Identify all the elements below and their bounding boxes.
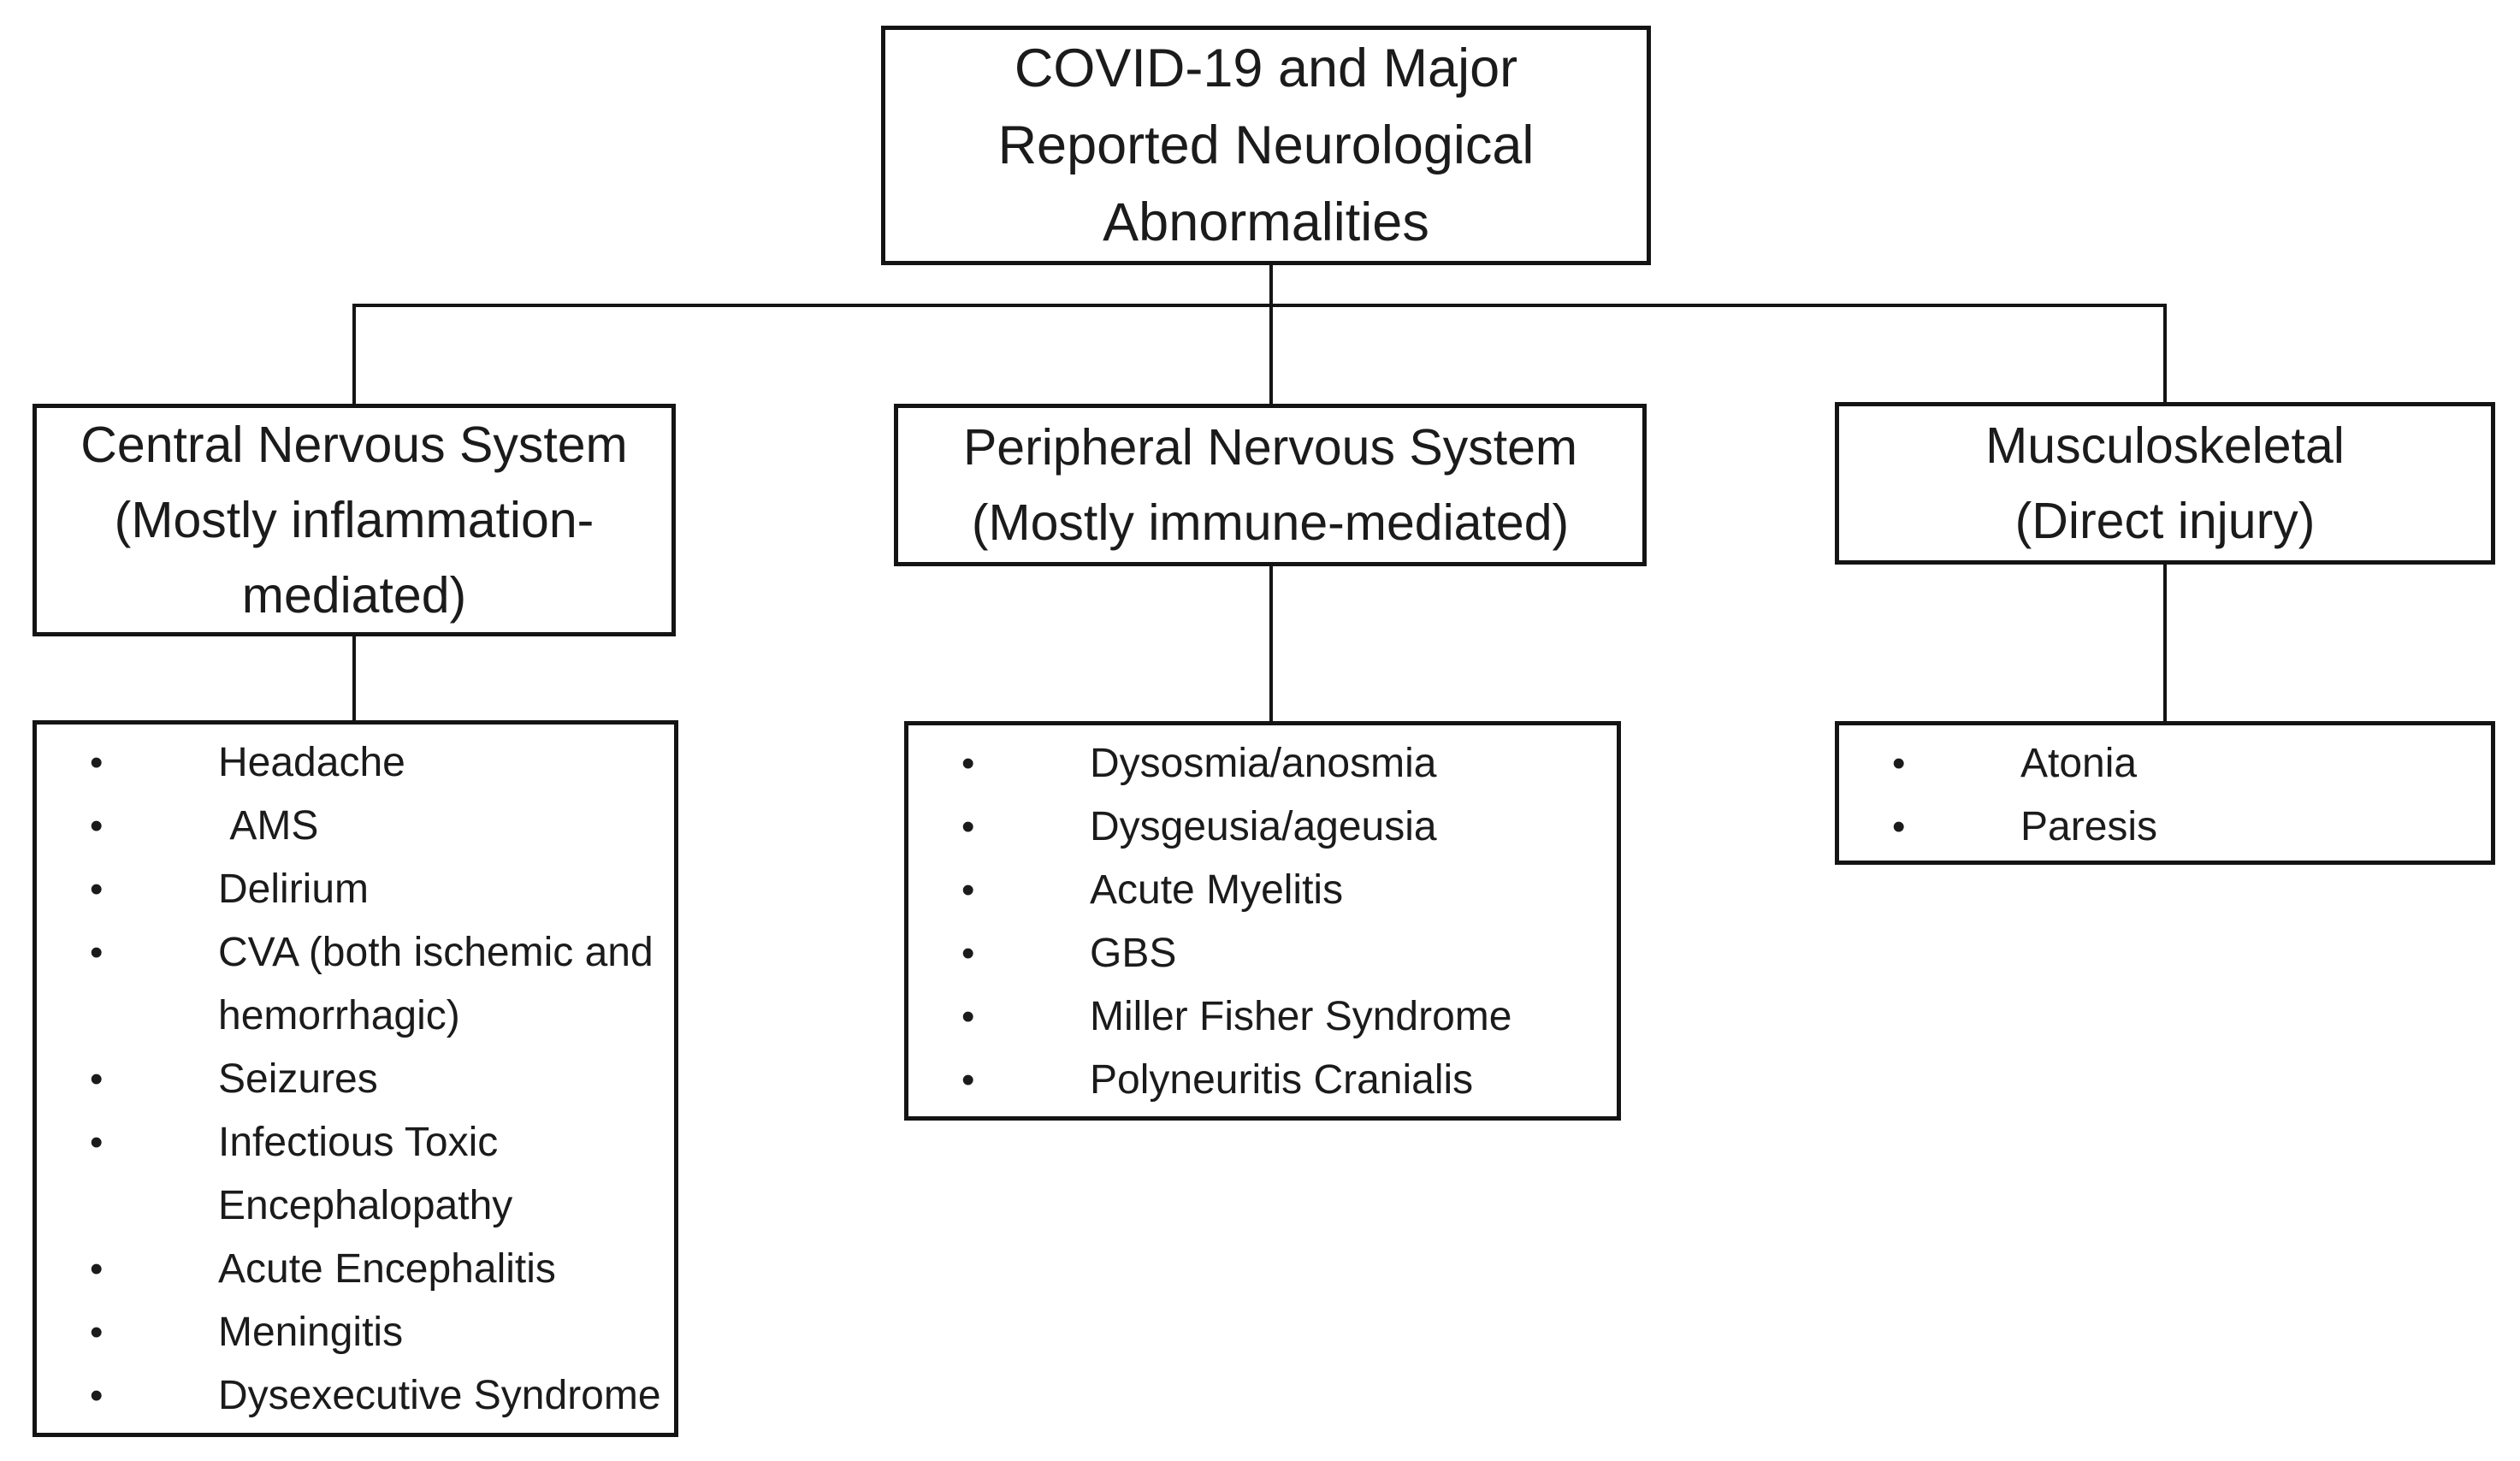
bullet-icon: • (961, 996, 975, 1038)
branch-box-pns: Peripheral Nervous System (Mostly immune… (894, 404, 1647, 566)
bullet-icon: • (961, 869, 975, 911)
cns-item-list: • Headache • AMS • Delirium • CVA (both … (37, 731, 669, 1428)
connector-horizontal-bar (352, 304, 2167, 307)
list-item-text: Headache (218, 740, 405, 785)
list-item: • Delirium (37, 858, 669, 921)
root-title: COVID-19 and Major Reported Neurological… (997, 38, 1535, 252)
bullet-icon: • (961, 742, 975, 784)
list-box-pns: • Dysosmia/anosmia • Dysgeusia/ageusia •… (904, 721, 1621, 1121)
list-item-text: Meningitis (218, 1310, 404, 1355)
pns-item-list: • Dysosmia/anosmia • Dysgeusia/ageusia •… (908, 732, 1612, 1112)
list-item: • GBS (908, 922, 1612, 985)
list-item: • AMS (37, 795, 669, 858)
bullet-icon: • (1892, 742, 1906, 784)
connector-drop-pns (1269, 304, 1273, 404)
bullet-icon: • (90, 1248, 104, 1290)
connector-drop-cns (352, 304, 356, 404)
bullet-icon: • (90, 805, 104, 847)
list-item: • Acute Encephalitis (37, 1238, 669, 1301)
list-item-text: Delirium (218, 867, 370, 912)
list-item: • Acute Myelitis (908, 859, 1612, 922)
list-item-text: Acute Encephalitis (218, 1246, 556, 1292)
list-item: • Meningitis (37, 1301, 669, 1364)
list-item: • Atonia (1839, 732, 2486, 796)
list-item: • Headache (37, 731, 669, 795)
list-item: • CVA (both ischemic and hemorrhagic) (37, 921, 669, 1048)
list-item-text: CVA (both ischemic and hemorrhagic) (218, 930, 654, 1038)
list-item-text: GBS (1090, 931, 1177, 976)
branch-title-cns: Central Nervous System (Mostly inflammat… (80, 417, 628, 624)
bullet-icon: • (961, 1059, 975, 1101)
list-item-text: Acute Myelitis (1090, 867, 1344, 913)
bullet-icon: • (90, 1121, 104, 1163)
branch-box-cns: Central Nervous System (Mostly inflammat… (33, 404, 676, 636)
list-item-text: Atonia (2020, 741, 2138, 786)
bullet-icon: • (961, 806, 975, 848)
bullet-icon: • (90, 1311, 104, 1353)
bullet-icon: • (90, 1058, 104, 1100)
list-item-text: Paresis (2020, 804, 2158, 849)
list-item: • Seizures (37, 1048, 669, 1111)
list-item-text: Dysosmia/anosmia (1090, 741, 1437, 786)
list-item-text: Dysexecutive Syndrome (218, 1373, 661, 1418)
list-item: • Dysosmia/anosmia (908, 732, 1612, 796)
bullet-icon: • (90, 1375, 104, 1417)
list-item: • Polyneuritis Cranialis (908, 1049, 1612, 1112)
list-box-cns: • Headache • AMS • Delirium • CVA (both … (33, 720, 678, 1437)
list-item: • Dysgeusia/ageusia (908, 796, 1612, 859)
list-item-text: Miller Fisher Syndrome (1090, 994, 1512, 1039)
list-box-msk: • Atonia • Paresis (1835, 721, 2495, 865)
bullet-icon: • (1892, 806, 1906, 848)
connector-pns-to-list (1269, 566, 1273, 721)
list-item-text: Infectious Toxic Encephalopathy (218, 1120, 513, 1228)
list-item-text: Dysgeusia/ageusia (1090, 804, 1437, 849)
list-item: • Infectious Toxic Encephalopathy (37, 1111, 669, 1238)
root-box: COVID-19 and Major Reported Neurological… (881, 26, 1651, 265)
list-item-text: Seizures (218, 1056, 378, 1102)
connector-root-stem (1269, 263, 1273, 307)
branch-box-msk: Musculoskeletal (Direct injury) (1835, 402, 2495, 565)
msk-item-list: • Atonia • Paresis (1839, 732, 2486, 859)
list-item-text: AMS (218, 803, 319, 849)
bullet-icon: • (90, 742, 104, 784)
bullet-icon: • (90, 868, 104, 910)
bullet-icon: • (961, 932, 975, 974)
bullet-icon: • (90, 932, 104, 973)
list-item: • Dysexecutive Syndrome (37, 1364, 669, 1428)
connector-drop-msk (2163, 304, 2167, 402)
list-item: • Miller Fisher Syndrome (908, 985, 1612, 1049)
connector-cns-to-list (352, 636, 356, 720)
list-item: • Paresis (1839, 796, 2486, 859)
branch-title-msk: Musculoskeletal (Direct injury) (1985, 417, 2345, 549)
list-item-text: Polyneuritis Cranialis (1090, 1057, 1474, 1103)
branch-title-pns: Peripheral Nervous System (Mostly immune… (962, 419, 1578, 551)
connector-msk-to-list (2163, 565, 2167, 721)
